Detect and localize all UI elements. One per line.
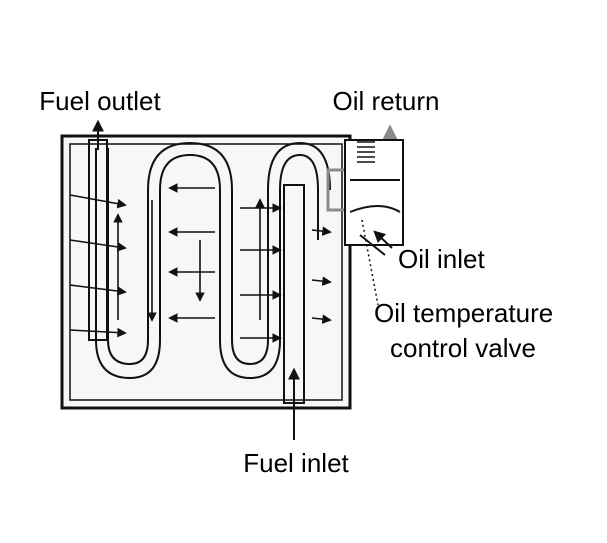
internal-flow-arrows xyxy=(69,183,332,343)
serpentine-tube-outer xyxy=(95,148,319,380)
serpentine-tube-inner xyxy=(107,141,331,366)
fuel-inlet-label: Fuel inlet xyxy=(243,448,349,478)
valve-label-line1: Oil temperature xyxy=(374,298,553,328)
oil-inlet-label: Oil inlet xyxy=(398,244,485,274)
fuel-outlet-label: Fuel outlet xyxy=(39,86,161,116)
oil-inlet-arrow xyxy=(373,230,393,249)
spring-icon xyxy=(357,141,375,163)
valve-label-line2: control valve xyxy=(390,333,536,363)
housing-inner-wall xyxy=(69,143,343,401)
oil-return-label: Oil return xyxy=(333,86,440,116)
